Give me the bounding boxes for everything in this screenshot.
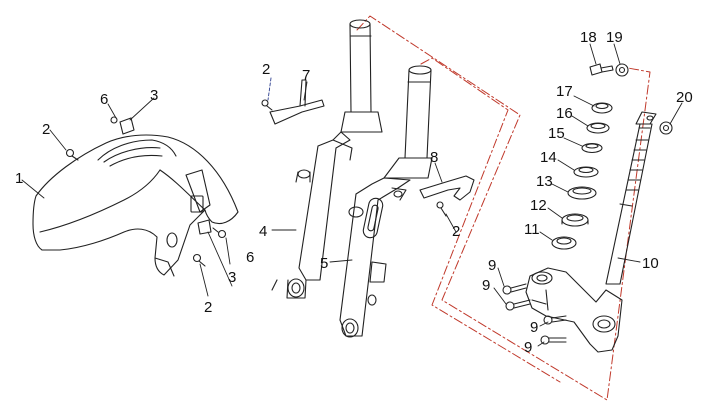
label-part-1: 1 xyxy=(15,170,23,187)
label-part-9-d: 9 xyxy=(524,339,532,356)
bracket-7 xyxy=(261,79,325,125)
label-part-3-side: 3 xyxy=(228,269,236,286)
fender-screw-bottom xyxy=(192,253,206,267)
label-part-6-side: 6 xyxy=(246,249,254,266)
label-part-8: 8 xyxy=(430,149,438,166)
fork-leg-right xyxy=(339,65,433,338)
label-part-9-a: 9 xyxy=(488,257,496,274)
steering-stem xyxy=(605,111,657,285)
label-part-13: 13 xyxy=(536,173,553,190)
label-part-3-top: 3 xyxy=(150,87,158,104)
label-part-19: 19 xyxy=(606,29,623,46)
label-part-7: 7 xyxy=(302,67,310,84)
label-part-9-c: 9 xyxy=(530,319,538,336)
label-part-9-b: 9 xyxy=(482,277,490,294)
top-bolt xyxy=(589,63,614,76)
top-nut xyxy=(615,63,629,77)
label-part-5: 5 xyxy=(320,255,328,272)
label-part-4: 4 xyxy=(259,223,267,240)
label-part-6-top: 6 xyxy=(100,91,108,108)
triple-clamp xyxy=(525,267,623,353)
fender-screw-top xyxy=(65,148,79,161)
label-part-2-bracket: 2 xyxy=(262,61,270,78)
fork-leg-left xyxy=(271,19,383,299)
label-part-2-bracket-8: 2 xyxy=(452,223,460,240)
assembly-path xyxy=(356,15,651,401)
label-part-16: 16 xyxy=(556,105,573,122)
stem-nut xyxy=(659,121,673,135)
label-part-10: 10 xyxy=(642,255,659,272)
bracket-8 xyxy=(419,175,475,217)
leader-lines xyxy=(21,43,683,347)
label-part-2-fender-bottom: 2 xyxy=(204,299,212,316)
label-part-20: 20 xyxy=(676,89,693,106)
clamp-bolts xyxy=(502,283,567,345)
label-part-17: 17 xyxy=(556,83,573,100)
callout-labels: 1 2 6 3 6 3 2 2 7 4 5 8 2 18 19 20 17 16… xyxy=(15,29,693,356)
bearing-stack xyxy=(551,102,613,250)
label-part-18: 18 xyxy=(580,29,597,46)
front-fender xyxy=(32,134,239,277)
label-part-14: 14 xyxy=(540,149,557,166)
label-part-15: 15 xyxy=(548,125,565,142)
fender-clip-side xyxy=(197,219,227,239)
label-part-2-fender-top: 2 xyxy=(42,121,50,138)
label-part-12: 12 xyxy=(530,197,547,214)
fender-clip-top xyxy=(110,116,135,135)
label-part-11: 11 xyxy=(524,221,540,238)
